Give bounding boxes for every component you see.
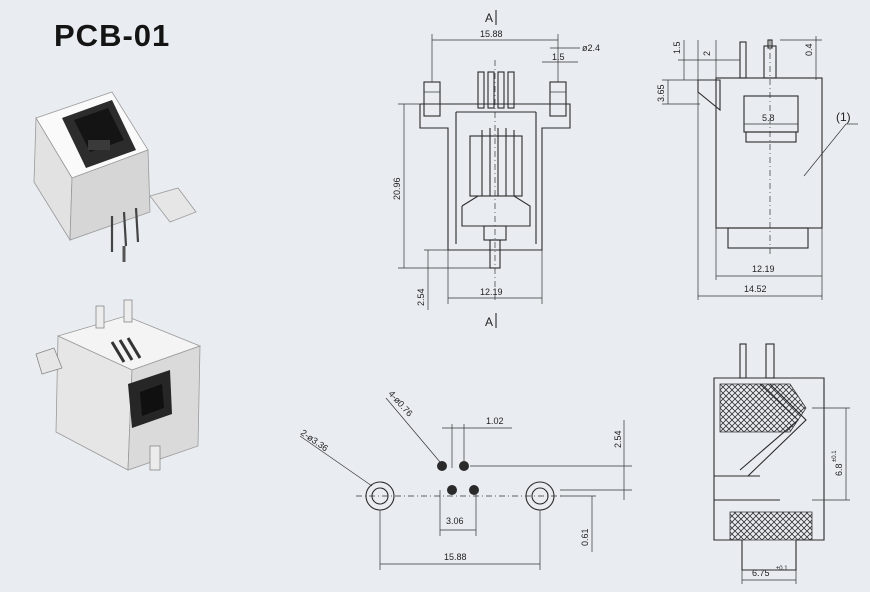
dim-side-2: 2 — [702, 51, 712, 56]
dim-side-body-width: 12.19 — [752, 264, 775, 274]
front-view: A A 15.88 ø2.4 1.5 — [392, 10, 600, 329]
side-view: 1.5 2 0.4 3.65 5.8 (1) 12.19 14.52 — [656, 36, 858, 300]
dim-side-inner-width: 5.8 — [762, 113, 775, 123]
dim-front-bottom-offset: 2.54 — [416, 288, 426, 306]
dim-offset: 0.61 — [580, 528, 590, 546]
dim-pin-offset: 1.5 — [552, 52, 565, 62]
dim-pin-span: 3.06 — [446, 516, 464, 526]
dim-section-width: 6.75 — [752, 568, 770, 578]
dim-side-1-5: 1.5 — [672, 41, 682, 54]
dim-large-holes: 2-ø3.36 — [299, 427, 330, 453]
section-label-top: A — [485, 11, 493, 25]
product-title: PCB-01 — [54, 18, 171, 53]
photo-jack-back — [35, 299, 202, 471]
dim-pitch: 1.02 — [486, 416, 504, 426]
dim-hole-spacing: 15.88 — [444, 552, 467, 562]
section-label-bottom: A — [485, 315, 493, 329]
dim-front-width: 15.88 — [480, 29, 503, 39]
photo-jack-front — [33, 91, 197, 262]
section-view: 6.8 ±0.1 6.75 ±0.1 — [713, 343, 850, 584]
dim-section-height-tol: ±0.1 — [832, 450, 838, 462]
dim-front-body-width: 12.19 — [480, 287, 503, 297]
dim-front-height: 20.96 — [392, 177, 402, 200]
dim-pin-diameter: ø2.4 — [582, 43, 600, 53]
dim-side-overall-width: 14.52 — [744, 284, 767, 294]
pcb-footprint: 2-ø3.36 4-ø0.76 1.02 2.54 3.06 15.88 0.6… — [299, 389, 632, 570]
dim-side-3-65: 3.65 — [656, 84, 666, 102]
dim-row-spacing: 2.54 — [613, 430, 623, 448]
callout-1: (1) — [836, 110, 851, 124]
dim-section-width-tol: ±0.1 — [776, 566, 788, 572]
dim-section-height: 6.8 — [834, 463, 844, 476]
dim-side-0-4: 0.4 — [804, 43, 814, 56]
